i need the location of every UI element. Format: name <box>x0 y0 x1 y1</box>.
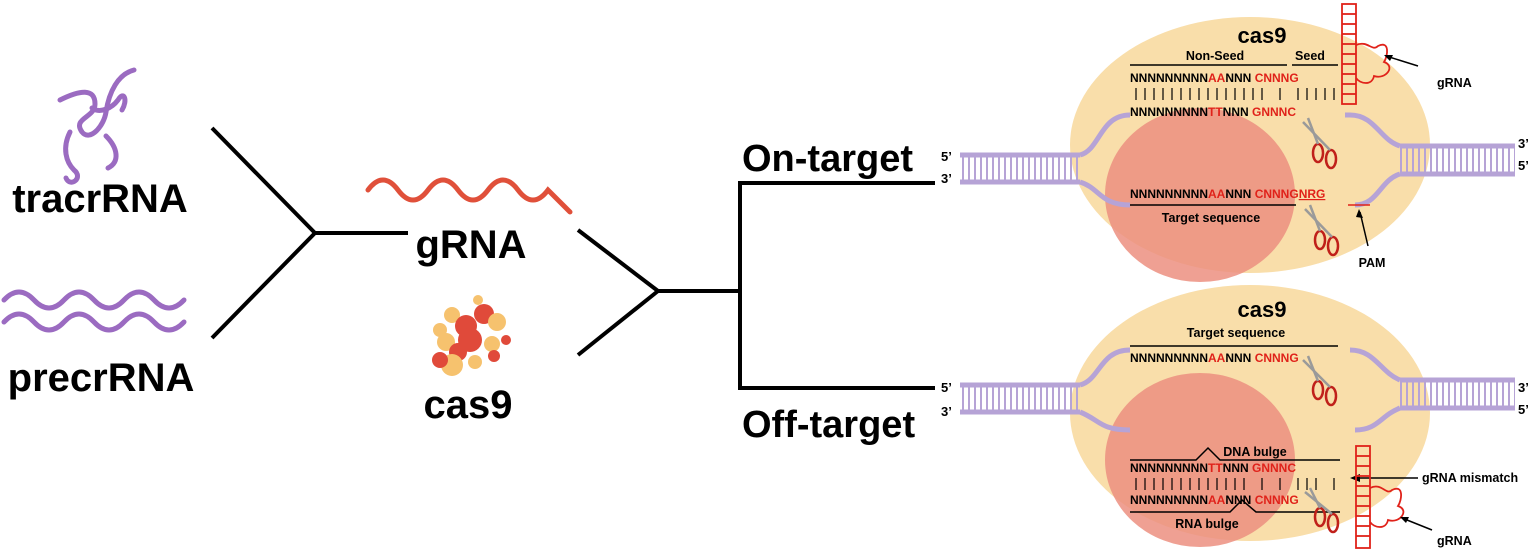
dna-bulge-label: DNA bulge <box>1223 445 1286 459</box>
precrrna-waves-icon <box>1 289 187 333</box>
pam-label: PAM <box>1359 256 1386 270</box>
grna-wave-icon <box>365 177 573 215</box>
tracrrna-squiggle-icon <box>57 67 137 185</box>
on-target-sequence-label: Target sequence <box>1162 211 1260 225</box>
off-target-label: Off-target <box>742 404 915 446</box>
on-grna-hairpin-icon <box>1341 3 1391 105</box>
on-scissors-icon-2 <box>1304 204 1340 257</box>
on-5-left: 5’ <box>941 149 952 164</box>
on-row2: NNNNNNNNNTTNNN GNNNC <box>1130 105 1296 119</box>
off-5-left: 5’ <box>941 380 952 395</box>
on-row3: NNNNNNNNNAANNN CNNNGNRG <box>1130 187 1325 201</box>
on-3-left: 3’ <box>941 171 952 186</box>
grna-mismatch-label: gRNA mismatch <box>1422 471 1518 485</box>
off-scissors-icon-1 <box>1302 355 1338 407</box>
cas9-protein-icon <box>432 295 511 376</box>
off-scissors-icon-2 <box>1304 487 1340 534</box>
off-grna-hairpin-icon <box>1355 445 1405 549</box>
merge-branch-1 <box>210 126 408 340</box>
off-dna-rungs-left <box>960 386 1080 411</box>
rna-bulge-label: RNA bulge <box>1175 517 1238 531</box>
precrrna-label: precrRNA <box>8 356 195 400</box>
on-pairing-ticks <box>1135 88 1335 100</box>
off-row1: NNNNNNNNNAANNN CNNNG <box>1130 351 1299 365</box>
on-scissors-icon-1 <box>1302 117 1338 170</box>
cas9-lobe-small <box>1105 108 1295 282</box>
cas9-label: cas9 <box>424 383 513 427</box>
merge-branch-2 <box>576 181 935 390</box>
off-5-right: 5’ <box>1518 402 1529 417</box>
on-grna-label: gRNA <box>1437 76 1472 90</box>
off-3-left: 3’ <box>941 404 952 419</box>
on-5-right: 5’ <box>1518 158 1529 173</box>
off-row3: NNNNNNNNNAANNN CNNNG <box>1130 493 1299 507</box>
off-pairing-ticks <box>1135 478 1335 490</box>
on-3-right: 3’ <box>1518 136 1529 151</box>
seed-label: Seed <box>1295 49 1325 63</box>
off-cas9-label: cas9 <box>1238 297 1287 322</box>
off-grna-label: gRNA <box>1437 534 1472 548</box>
non-seed-label: Non-Seed <box>1186 49 1244 63</box>
on-target-label: On-target <box>742 138 913 180</box>
on-cas9-label: cas9 <box>1238 23 1287 48</box>
on-row1: NNNNNNNNNAANNN CNNNG <box>1130 71 1299 85</box>
off-row2: NNNNNNNNNTTNNN GNNNC <box>1130 461 1296 475</box>
off-3-right: 3’ <box>1518 380 1529 395</box>
grna-label: gRNA <box>415 223 526 267</box>
off-target-sequence-label: Target sequence <box>1187 326 1285 340</box>
off-cas9-lobe-small <box>1105 373 1295 547</box>
dna-rungs-right <box>1400 147 1515 173</box>
off-target-panel: 5’ 3’ 3’ 5’ cas9 Target sequence NNNNNNN… <box>941 285 1529 549</box>
on-target-panel: 5’ 3’ 3’ 5’ cas9 Non-Seed Seed NNNNNNNNN… <box>941 3 1529 282</box>
off-dna-rungs-right <box>1400 381 1515 407</box>
dna-rungs-left <box>960 156 1080 181</box>
tracrrna-label: tracrRNA <box>12 177 188 221</box>
